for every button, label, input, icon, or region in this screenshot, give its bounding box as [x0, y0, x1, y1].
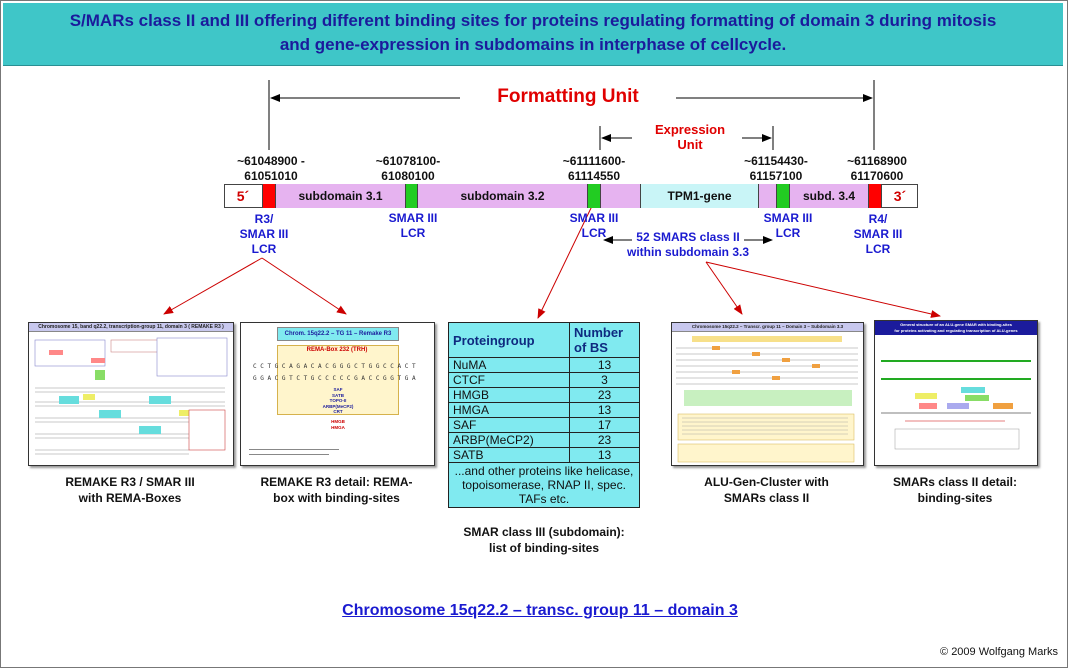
table-header-proteingroup: Proteingroup: [448, 322, 570, 358]
page-title: S/MARs class II and III offering differe…: [13, 9, 1053, 57]
thumbnail-sketch: [34, 337, 228, 455]
segment-tpm1-gene: TPM1-gene: [640, 184, 758, 208]
expression-unit-line2: Unit: [677, 137, 703, 152]
sequence-top: C C T G C A G A C A C G G G C T G G C C …: [253, 363, 416, 370]
title-line-1: S/MARs class II and III offering differe…: [69, 11, 997, 30]
r4-marker: [868, 184, 881, 208]
chromosome-link[interactable]: Chromosome 15q22.2 – transc. group 11 – …: [342, 602, 738, 619]
thumbnail-remake-detail[interactable]: Chrom. 15q22.2 – TG 11 – Remake R3 REMA-…: [240, 322, 435, 466]
r3-marker: [262, 184, 275, 208]
segment-subdomain-3-3-left: [600, 184, 640, 208]
thumbnail-sketch: [881, 360, 1031, 450]
thumbnail-alu-cluster[interactable]: Chromosome 15q22.2 – Transcr. group 11 –…: [671, 322, 864, 466]
connector-to-t2: [261, 257, 347, 315]
formatting-unit-label: Formatting Unit: [497, 86, 639, 107]
title-line-2: and gene-expression in subdomains in int…: [279, 35, 787, 54]
rema-box-label: REMA-Box 232 (TRH): [306, 347, 368, 353]
segment-subdomain-3-4: subd. 3.4: [789, 184, 868, 208]
thumbnail-smar-class2-caption: SMARs class II detail:binding-sites: [892, 475, 1018, 505]
three-prime-label: 3´: [881, 184, 918, 208]
segment-subdomain-3-1: subdomain 3.1: [275, 184, 405, 208]
segment-subdomain-3-2: subdomain 3.2: [417, 184, 587, 208]
thumbnail-title: General structure of an ALU-gene SMAR wi…: [875, 321, 1037, 335]
expression-unit-label: Expression Unit: [636, 122, 744, 152]
thumbnail-remake-detail-caption: REMAKE R3 detail: REMA-box with binding-…: [260, 475, 413, 505]
coord-3: ~61111600-61114550: [562, 154, 626, 183]
smar-marker-3: [776, 184, 789, 208]
thumbnail-title: Chromosome 15, band q22.2, transcription…: [29, 323, 233, 332]
coord-2: ~61078100-61080100: [375, 154, 441, 183]
smar-marker-1: [405, 184, 417, 208]
header-banner: S/MARs class II and III offering differe…: [3, 3, 1063, 66]
connector-to-t5: [705, 261, 941, 318]
thumbnail-title: Chrom. 15q22.2 – TG 11 – Remake R3: [277, 327, 399, 341]
thumbnail-smar-class2[interactable]: General structure of an ALU-gene SMAR wi…: [874, 320, 1038, 466]
coord-4: ~61154430-61157100: [744, 154, 808, 183]
table-row: ARBP(MeCP2)23: [448, 432, 640, 448]
rema-box: [277, 345, 399, 415]
coord-1: ~61048900 -61051010: [237, 154, 305, 183]
sequence-bottom: G G A C G T C T G C C C C C G A C C G G …: [253, 375, 416, 382]
segment-subdomain-3-3-right: [758, 184, 776, 208]
table-note: ...and other proteins like helicase, top…: [448, 462, 640, 508]
copyright: © 2009 Wolfgang Marks: [940, 646, 1058, 658]
thumbnail-remake-r3[interactable]: Chromosome 15, band q22.2, transcription…: [28, 322, 234, 466]
five-prime-label: 5´: [236, 188, 250, 204]
connector-to-t4: [705, 261, 743, 315]
smar-marker-2: [587, 184, 600, 208]
table-header-number: Number of BS: [569, 322, 640, 358]
thumbnail-sketch: [676, 336, 858, 463]
connector-to-t1: [163, 257, 263, 315]
connector-to-table: [537, 205, 593, 319]
thumbnail-title: Chromosome 15q22.2 – Transcr. group 11 –…: [672, 323, 863, 332]
protein-table-caption: SMAR class III (subdomain):list of bindi…: [463, 525, 625, 555]
expression-unit-line1: Expression: [654, 122, 726, 137]
